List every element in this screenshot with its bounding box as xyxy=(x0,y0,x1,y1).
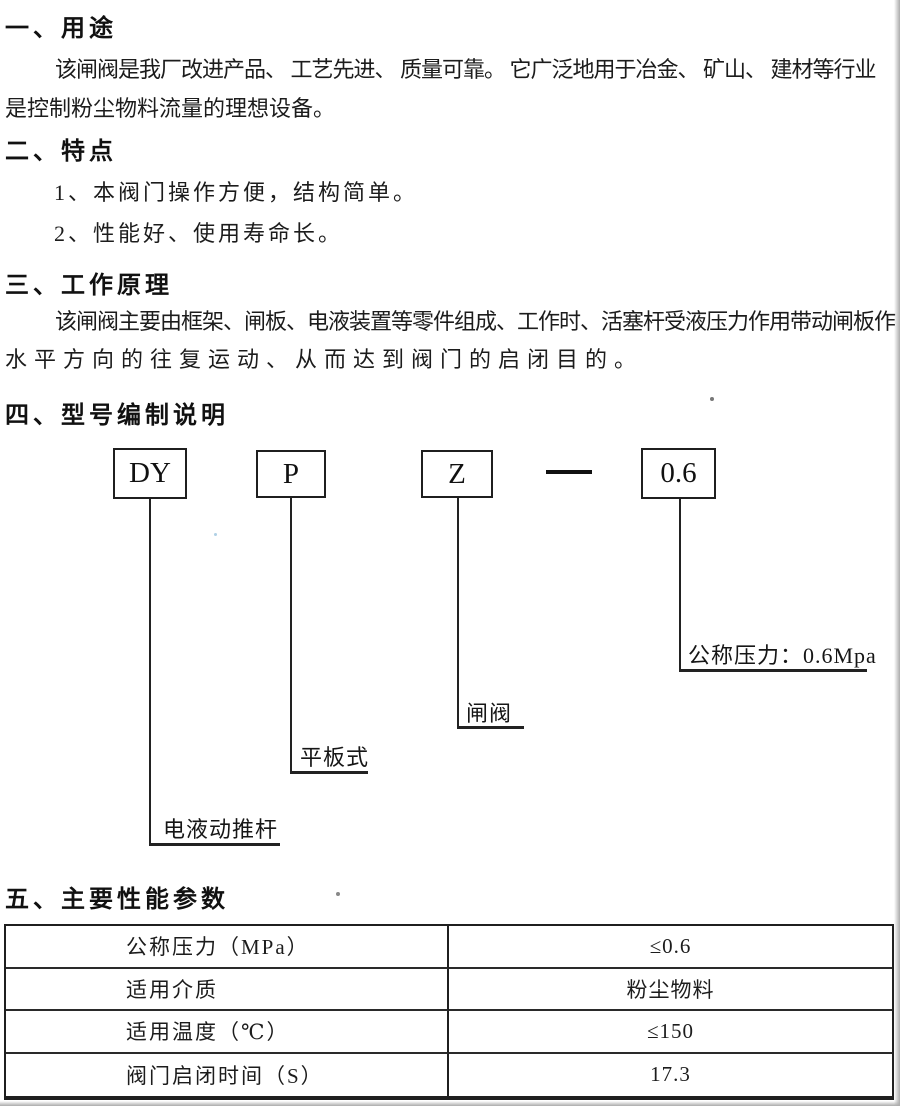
model-code-p: P xyxy=(282,457,300,490)
model-label-dy: 电液动推杆 xyxy=(163,817,279,842)
connector-line-z xyxy=(457,498,459,728)
model-label-pressure: 公称压力：0.6Mpa xyxy=(688,643,877,668)
section-heading-model: 四、型号编制说明 xyxy=(5,402,229,429)
connector-line-p xyxy=(290,498,292,773)
model-code-z: Z xyxy=(448,457,466,490)
section-heading-parameters: 五、主要性能参数 xyxy=(5,886,229,913)
label-underline-pressure xyxy=(679,669,867,672)
section-heading-usage: 一、用途 xyxy=(5,15,117,42)
connector-line-pressure xyxy=(679,499,681,671)
feature-item-1: 1、本阀门操作方便，结构简单。 xyxy=(54,180,419,205)
principle-paragraph-line2: 水平方向的往复运动、从而达到阀门的启闭目的。 xyxy=(5,347,644,372)
table-row-temperature-name: 适用温度（℃） xyxy=(6,1011,449,1054)
model-code-dy: DY xyxy=(129,457,171,489)
feature-item-2: 2、性能好、使用寿命长。 xyxy=(54,221,344,246)
connector-line-dy xyxy=(149,499,151,845)
model-label-z: 闸阀 xyxy=(466,701,513,726)
label-underline-z xyxy=(457,726,524,729)
table-row-medium-name: 适用介质 xyxy=(6,968,449,1011)
model-label-p: 平板式 xyxy=(300,745,370,770)
usage-paragraph-line2: 是控制粉尘物料流量的理想设备。 xyxy=(5,96,336,121)
table-row-time-value: 17.3 xyxy=(650,1062,691,1087)
model-code-box-pressure: 0.6 xyxy=(641,448,716,499)
table-row-medium-value: 粉尘物料 xyxy=(449,969,892,1011)
model-separator-dash xyxy=(546,470,592,474)
label-underline-dy xyxy=(149,843,280,846)
scan-speck-2 xyxy=(336,892,340,896)
section-heading-principle: 三、工作原理 xyxy=(5,272,173,299)
label-underline-p xyxy=(290,771,368,774)
table-row-temperature-value: ≤150 xyxy=(449,1011,892,1054)
scan-speck-3 xyxy=(214,533,217,536)
parameters-table: 公称压力（MPa） ≤0.6 适用介质 粉尘物料 适用温度（℃） ≤150 阀门… xyxy=(4,924,894,1100)
table-row-pressure-value: ≤0.6 xyxy=(449,926,892,969)
section-heading-features: 二、特点 xyxy=(5,138,117,165)
model-code-box-dy: DY xyxy=(113,448,187,499)
usage-paragraph-line1: 该闸阀是我厂改进产品、 工艺先进、 质量可靠。 它广泛地用于冶金、 矿山、 建材… xyxy=(55,57,877,82)
scan-edge-right xyxy=(894,0,900,1106)
scan-edge-bottom xyxy=(0,1101,900,1106)
model-code-box-z: Z xyxy=(421,450,493,498)
scan-speck-1 xyxy=(710,397,714,401)
table-row-pressure-name: 公称压力（MPa） xyxy=(6,926,449,969)
model-code-box-p: P xyxy=(256,450,326,498)
model-code-pressure: 0.6 xyxy=(660,457,697,489)
table-row-time-name: 阀门启闭时间（S） xyxy=(6,1053,449,1096)
principle-paragraph-line1: 该闸阀主要由框架、闸板、电液装置等零件组成、工作时、活塞杆受液压力作用带动闸板作 xyxy=(55,309,896,334)
